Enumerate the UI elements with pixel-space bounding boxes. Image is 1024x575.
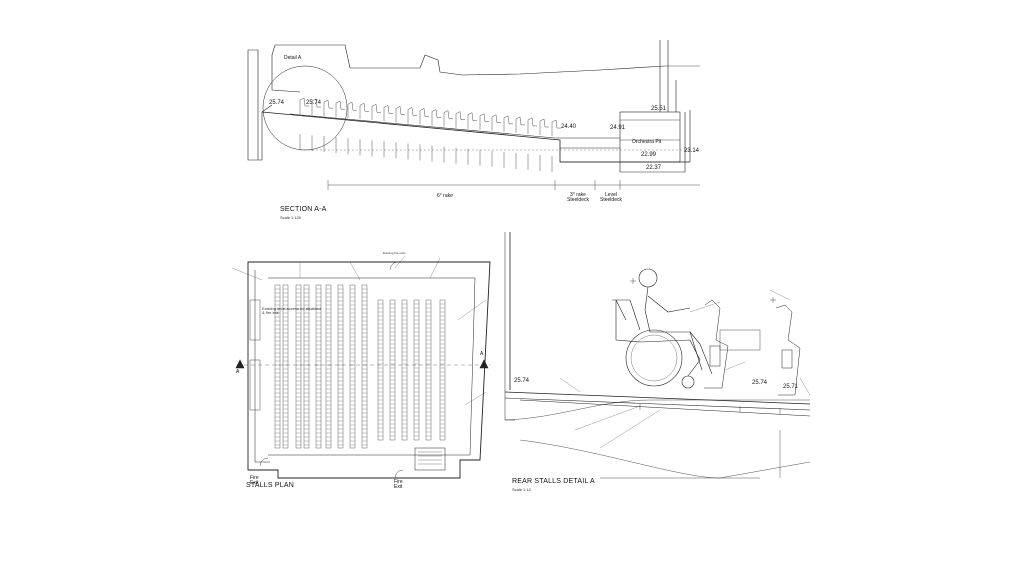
detail-level-25-74-left: 25.74 (514, 378, 530, 384)
existing-level-access-label: Existing level access for disabled & fir… (262, 306, 321, 315)
rear-stalls-detail-title: REAR STALLS DETAIL A (512, 478, 595, 485)
level-25-74-mid: 25.74 (306, 100, 322, 106)
section-a-a-drawing (247, 40, 700, 190)
fire-exit-left-label: Fire Exit (250, 475, 259, 486)
wheelchair-user-figure (612, 268, 713, 389)
rear-stalls-detail-drawing (504, 232, 811, 479)
level-22-99: 22.99 (641, 152, 657, 158)
level-25-74-left: 25.74 (269, 100, 285, 106)
detail-a-label: Detail A (284, 55, 302, 61)
level-25-51: 25.51 (651, 106, 667, 112)
rake-3-steeldeck-label: 3° rake Steeldeck (567, 192, 589, 203)
level-22-37: 22.37 (646, 165, 662, 171)
fire-exit-right-label: Fire Exit (394, 479, 403, 490)
existing-fire-exits-label: Existing fire exits (383, 251, 406, 255)
section-a-a-title: SECTION A-A (280, 206, 327, 213)
detail-level-25-71: 25.71 (783, 384, 799, 390)
rear-stalls-detail-scale: Scale 1:10 (512, 487, 531, 492)
detail-level-25-74-right: 25.74 (752, 380, 768, 386)
stalls-plan-drawing (231, 255, 491, 479)
section-a-a-scale: Scale 1:100 (280, 215, 302, 220)
level-23-14: 23.14 (684, 148, 700, 154)
section-marker-right: A (480, 351, 484, 357)
level-24-40: 24.40 (561, 124, 577, 130)
rake-6-label: 6° rake (437, 193, 453, 199)
tip-up-seat-left (704, 299, 729, 389)
orchestra-pit-label: Orchestra Pit (632, 139, 662, 145)
level-24-91: 24.91 (610, 125, 626, 131)
level-steeldeck-label: Level Steeldeck (600, 192, 622, 203)
tip-up-seat-right (775, 304, 801, 396)
section-marker-left: A (236, 369, 240, 375)
stalls-plan-title: STALLS PLAN (246, 482, 294, 489)
